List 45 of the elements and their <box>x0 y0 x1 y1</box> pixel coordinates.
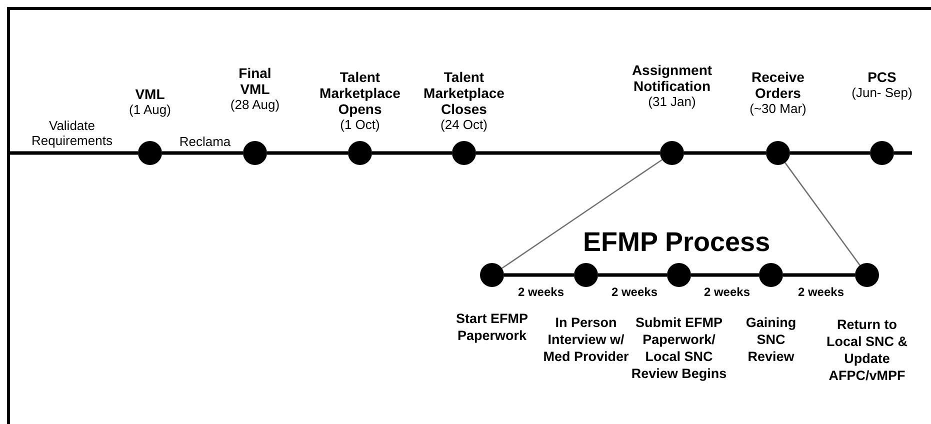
timeline-line <box>691 273 759 277</box>
timeline-line <box>476 151 660 155</box>
timeline-line <box>783 273 855 277</box>
milestone-dot <box>243 141 267 165</box>
milestone-date: (31 Jan) <box>648 94 696 110</box>
milestone-dot <box>667 263 691 287</box>
timeline-line <box>598 273 667 277</box>
connector-line <box>784 162 860 266</box>
timeline-line <box>10 151 138 155</box>
timeline-line <box>504 273 574 277</box>
step-label: Submit EFMP Paperwork/ Local SNC Review Begins <box>631 314 727 382</box>
milestone-dot <box>855 263 879 287</box>
milestone-dot <box>452 141 476 165</box>
step-label: Return to Local SNC & Update AFPC/vMPF <box>825 316 908 384</box>
connector-line <box>502 159 662 269</box>
milestone-dot <box>870 141 894 165</box>
timeline-line <box>894 151 912 155</box>
milestone-title: Talent Marketplace Closes <box>422 69 506 117</box>
milestone-title: PCS <box>868 69 896 85</box>
milestone-dot <box>759 263 783 287</box>
step-label: Gaining SNC Review <box>744 314 798 365</box>
milestone-title: Receive Orders <box>750 69 806 101</box>
step-label: In Person Interview w/ Med Provider <box>542 314 630 365</box>
milestone-date: (24 Oct) <box>440 117 488 133</box>
milestone-dot <box>348 141 372 165</box>
timeline-line <box>372 151 452 155</box>
milestone-title: Assignment Notification <box>630 62 714 94</box>
milestone-date: (1 Aug) <box>129 102 171 118</box>
milestone-dot <box>574 263 598 287</box>
milestone-date: (~30 Mar) <box>750 101 806 117</box>
milestone-date: (28 Aug) <box>230 97 280 113</box>
milestone-title: VML <box>135 86 165 102</box>
milestone-dot <box>480 263 504 287</box>
timeline-line <box>790 151 870 155</box>
milestone-dot <box>660 141 684 165</box>
milestone-dot <box>766 141 790 165</box>
milestone-date: (Jun- Sep) <box>852 85 912 101</box>
milestone-date: (1 Oct) <box>340 117 380 133</box>
milestone-dot <box>138 141 162 165</box>
timeline-line <box>162 151 243 155</box>
timeline-line <box>267 151 348 155</box>
step-label: Start EFMP Paperwork <box>454 310 529 344</box>
milestone-title: Final VML <box>238 65 272 97</box>
milestone-title: Talent Marketplace Opens <box>318 69 402 117</box>
timeline-line <box>684 151 766 155</box>
